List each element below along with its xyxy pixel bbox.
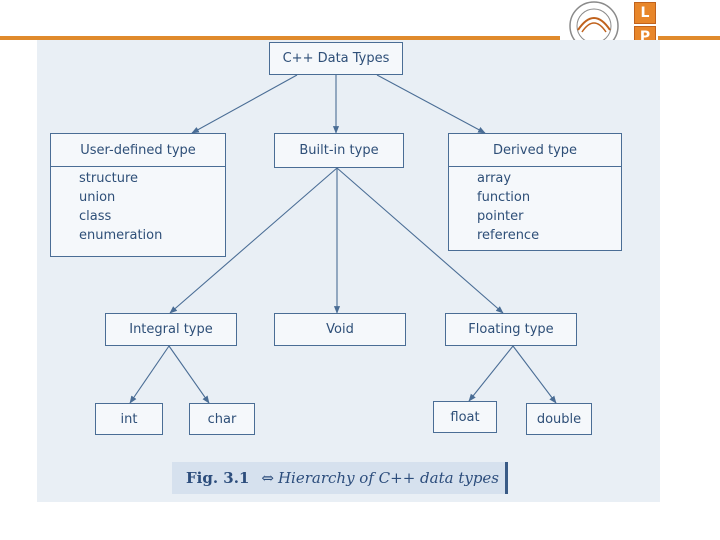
list-item: enumeration xyxy=(79,228,163,243)
list-item: union xyxy=(79,190,116,205)
node-integral-type: Integral type xyxy=(105,313,237,346)
node-floating-type: Floating type xyxy=(445,313,577,346)
edge-root-derived xyxy=(376,74,486,134)
node-label: Built-in type xyxy=(299,143,379,158)
node-double: double xyxy=(526,403,592,435)
hierarchy-figure: C++ Data Types User-defined type structu… xyxy=(37,40,660,502)
edge-floating-float xyxy=(468,345,514,402)
edge-integral-int xyxy=(129,345,170,404)
list-item: reference xyxy=(477,228,540,243)
list-item: array xyxy=(477,171,512,186)
user-defined-list: structure union class enumeration xyxy=(51,167,225,245)
node-label: char xyxy=(207,411,237,427)
list-item: pointer xyxy=(477,209,524,224)
figure-number: Fig. 3.1 xyxy=(186,469,250,487)
list-item: class xyxy=(79,209,112,224)
edge-builtin-floating xyxy=(336,167,504,314)
edge-floating-double xyxy=(512,345,557,404)
list-item: function xyxy=(477,190,531,205)
node-label: double xyxy=(536,411,582,427)
node-label: float xyxy=(450,409,480,425)
node-label: C++ Data Types xyxy=(282,51,390,66)
node-user-defined-type: User-defined type structure union class … xyxy=(50,133,226,257)
connector-lines xyxy=(129,74,557,404)
node-int: int xyxy=(95,403,163,435)
figure-caption: Fig. 3.1 ⇔ Hierarchy of C++ data types xyxy=(172,462,508,494)
node-label: int xyxy=(120,411,138,427)
header-accent-bar xyxy=(0,36,560,40)
node-void: Void xyxy=(274,313,406,346)
caption-arrow-icon: ⇔ xyxy=(261,469,274,487)
node-label: Floating type xyxy=(468,322,554,337)
node-label: Void xyxy=(326,322,354,337)
node-cpp-data-types: C++ Data Types xyxy=(269,42,403,75)
edge-integral-char xyxy=(168,345,210,404)
node-label: Integral type xyxy=(129,322,213,337)
node-derived-type: Derived type array function pointer refe… xyxy=(448,133,622,251)
logo-letter-l: L xyxy=(634,2,656,24)
node-built-in-type: Built-in type xyxy=(274,133,404,168)
node-label: Derived type xyxy=(449,134,621,167)
header-accent-bar-right xyxy=(658,36,720,40)
edge-builtin-integral xyxy=(169,167,338,314)
node-label: User-defined type xyxy=(51,134,225,167)
derived-list: array function pointer reference xyxy=(449,167,621,245)
caption-text: Hierarchy of C++ data types xyxy=(277,469,500,487)
node-char: char xyxy=(189,403,255,435)
edge-root-userdefined xyxy=(191,74,298,134)
list-item: structure xyxy=(79,171,138,186)
node-float: float xyxy=(433,401,497,433)
